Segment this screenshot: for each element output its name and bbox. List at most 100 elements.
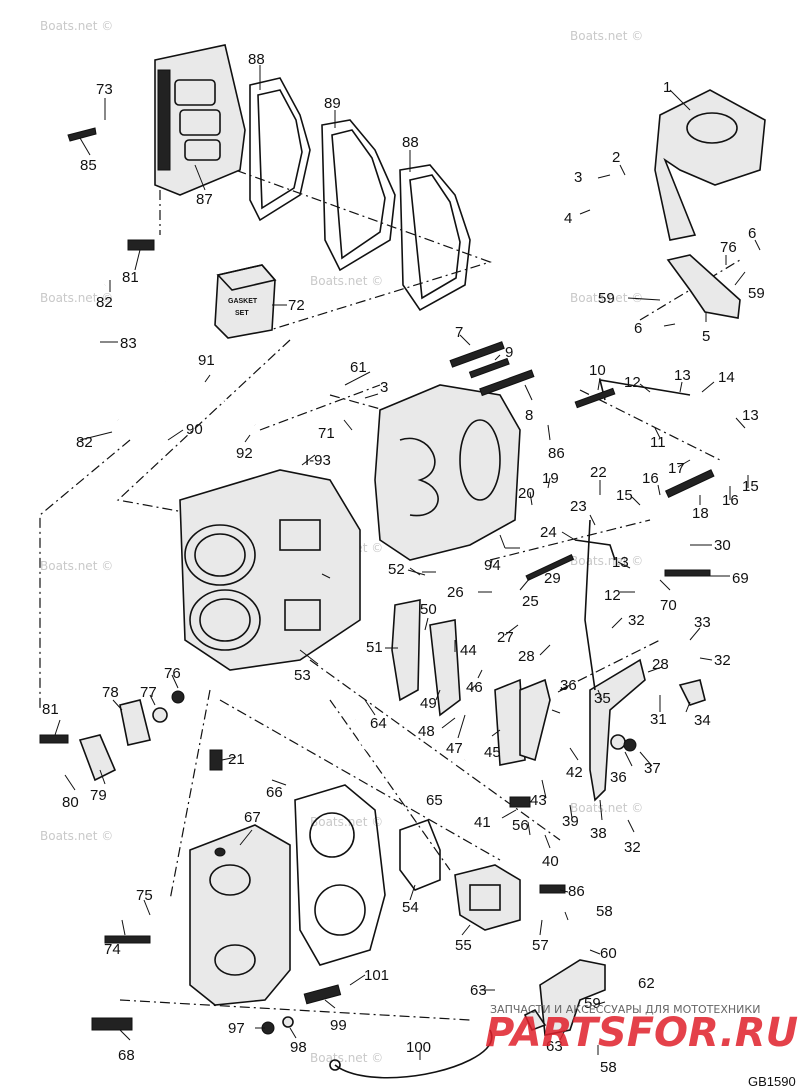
callout-label: 35 — [594, 690, 611, 707]
callout-label: 10 — [589, 362, 606, 379]
callout-label: 20 — [518, 485, 535, 502]
callout-label: 32 — [628, 612, 645, 629]
watermark: Boats.net © — [310, 274, 383, 288]
callout-label: 16 — [722, 492, 739, 509]
callout-label: 53 — [294, 667, 311, 684]
callout-label: 34 — [694, 712, 711, 729]
callout-label: 3 — [380, 379, 388, 396]
callout-label: 22 — [590, 464, 607, 481]
callout-label: 3 — [574, 169, 582, 186]
callout-label: 59 — [598, 290, 615, 307]
crankcase-half — [374, 384, 521, 561]
callout-label: 86 — [568, 883, 585, 900]
callout-label: 58 — [600, 1059, 617, 1076]
callout-label: 83 — [120, 335, 137, 352]
head-gasket — [294, 784, 386, 966]
callout-label: 17 — [668, 460, 685, 477]
callout-label: 55 — [455, 937, 472, 954]
callout-label: 41 — [474, 814, 491, 831]
callout-label: 61 — [350, 359, 367, 376]
callout-label: 82 — [76, 434, 93, 451]
callout-label: 79 — [90, 787, 107, 804]
hardware-parts — [39, 127, 715, 1035]
callout-label: 78 — [102, 684, 119, 701]
callout-label: 74 — [104, 941, 121, 958]
callout-label: 63 — [546, 1038, 563, 1055]
callout-label: 62 — [638, 975, 655, 992]
ground-wire — [329, 1029, 493, 1079]
bleed-hose — [163, 376, 256, 427]
callout-label: 21 — [228, 751, 245, 768]
callout-label: 48 — [418, 723, 435, 740]
callout-label: 71 — [318, 425, 335, 442]
callout-label: 80 — [62, 794, 79, 811]
callout-label: 12 — [604, 587, 621, 604]
callout-label: 88 — [402, 134, 419, 151]
callout-label: 68 — [118, 1047, 135, 1064]
watermark: Boats.net © — [40, 559, 113, 573]
callout-label: 9 — [505, 344, 513, 361]
watermark: Boats.net © — [40, 829, 113, 843]
callout-label: 24 — [540, 524, 557, 541]
gasket-set-top — [249, 77, 471, 312]
fuel-hose — [91, 284, 120, 421]
cover-plate — [154, 44, 246, 196]
callout-label: 26 — [447, 584, 464, 601]
callout-label: 13 — [612, 554, 629, 571]
gasket-set-box-text: SET — [235, 310, 249, 317]
callout-label: 82 — [96, 294, 113, 311]
callout-label: 100 — [406, 1039, 431, 1056]
callout-label: 1 — [663, 79, 671, 96]
callout-label: 88 — [248, 51, 265, 68]
callout-label: 23 — [570, 498, 587, 515]
callout-label: 98 — [290, 1039, 307, 1056]
callout-label: 4 — [564, 210, 572, 227]
callout-label: 97 — [228, 1020, 245, 1037]
callout-label: 6 — [748, 225, 756, 242]
callout-label: 72 — [288, 297, 305, 314]
callout-label: 60 — [600, 945, 617, 962]
callout-label: 59 — [748, 285, 765, 302]
callout-labels: 1 2 3 4 5 6 6 7 8 9 10 11 12 13 14 13 15… — [42, 51, 765, 1076]
callout-label: 30 — [714, 537, 731, 554]
callout-label: 14 — [718, 369, 735, 386]
callout-label: 15 — [742, 478, 759, 495]
callout-label: 7 — [455, 324, 463, 341]
callout-label: 50 — [420, 601, 437, 618]
callout-label: 86 — [548, 445, 565, 462]
callout-label: 45 — [484, 744, 501, 761]
watermark: Boats.net © — [40, 291, 113, 305]
callout-label: 75 — [136, 887, 153, 904]
callout-label: 37 — [644, 760, 661, 777]
callout-label: 101 — [364, 967, 389, 984]
callout-label: 28 — [518, 648, 535, 665]
callout-label: 44 — [460, 642, 477, 659]
callout-label: 87 — [196, 191, 213, 208]
callout-label: 32 — [714, 652, 731, 669]
callout-label: 76 — [720, 239, 737, 256]
callout-label: 18 — [692, 505, 709, 522]
callout-label: 57 — [532, 937, 549, 954]
cable-bracket — [666, 254, 741, 319]
callout-label: 85 — [80, 157, 97, 174]
callout-label: 66 — [266, 784, 283, 801]
callout-label: 36 — [560, 677, 577, 694]
gasket-set-box-text: GASKET — [228, 298, 258, 305]
callout-label: 59 — [584, 995, 601, 1012]
callout-label: 15 — [616, 487, 633, 504]
callout-label: 6 — [634, 320, 642, 337]
callout-label: 81 — [42, 701, 59, 718]
callout-label: 49 — [420, 695, 437, 712]
mounting-bracket — [539, 959, 606, 1036]
throttle-bracket — [654, 89, 766, 241]
callout-label: 73 — [96, 81, 113, 98]
callout-label: 77 — [140, 684, 157, 701]
watermark: Boats.net © — [40, 19, 113, 33]
callout-label: 76 — [164, 665, 181, 682]
watermark: Boats.net © — [570, 29, 643, 43]
brand-tagline: ЗАПЧАСТИ И АКСЕССУАРЫ ДЛЯ МОТОТЕХНИКИ — [490, 1003, 760, 1016]
throttle-linkage — [391, 379, 691, 802]
callout-label: 8 — [525, 407, 533, 424]
callout-label: 91 — [198, 352, 215, 369]
